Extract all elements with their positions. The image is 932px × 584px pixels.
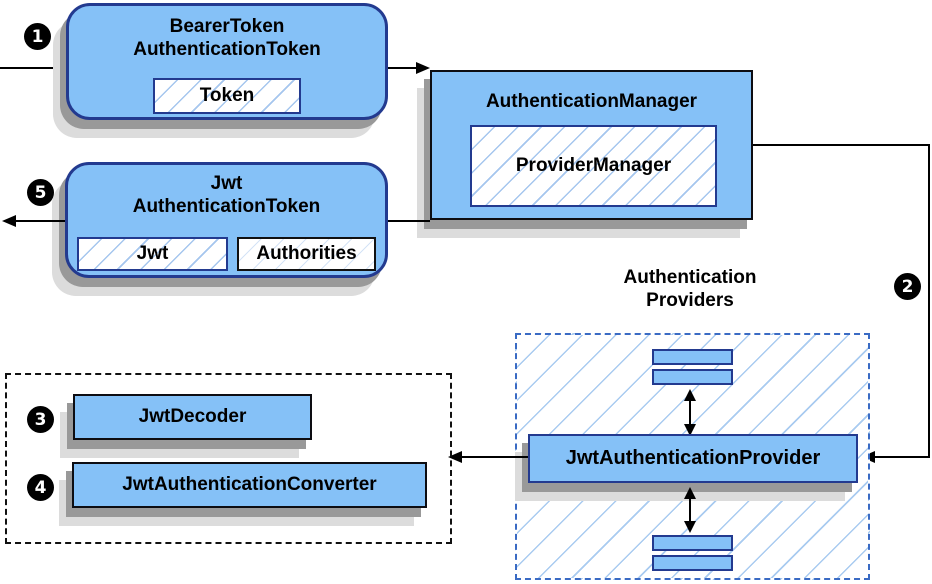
provider-to-decoder-line xyxy=(461,456,528,458)
step-2-badge: 2 xyxy=(894,273,921,300)
lower-double-arrow-down-icon xyxy=(684,521,696,533)
step-4-badge: 4 xyxy=(27,474,54,501)
jwt-authentication-token-node: Jwt AuthenticationToken Jwt Authorities xyxy=(65,162,388,278)
upper-double-arrow-down-icon xyxy=(684,424,696,436)
upper-double-arrow-line xyxy=(689,398,691,428)
upper-double-arrow-up-icon xyxy=(684,389,696,401)
outgoing-result-line xyxy=(14,220,65,222)
jwt-decoder-node: JwtDecoder xyxy=(73,394,312,440)
jwt-authentication-provider-node: JwtAuthenticationProvider xyxy=(528,434,858,483)
provider-placeholder-bar xyxy=(652,369,733,385)
jwt-authentication-converter-node: JwtAuthenticationConverter xyxy=(72,462,427,508)
step-3-badge: 3 xyxy=(27,406,54,433)
token-chip: Token xyxy=(153,78,301,114)
authentication-manager-node: AuthenticationManager ProviderManager xyxy=(430,70,753,220)
bearer-token-authentication-token-title: BearerToken AuthenticationToken xyxy=(133,16,321,60)
jwt-authentication-token-title: Jwt AuthenticationToken xyxy=(132,173,321,217)
provider-placeholder-bar xyxy=(652,349,733,365)
manager-to-jwt-token-line xyxy=(388,220,430,222)
manager-to-provider-line-vertical xyxy=(928,144,930,458)
bearer-to-manager-line xyxy=(388,67,417,69)
provider-manager-chip: ProviderManager xyxy=(470,125,717,207)
jwt-chip: Jwt xyxy=(77,237,228,271)
bearer-token-authentication-token-node: BearerToken AuthenticationToken Token xyxy=(66,3,388,120)
manager-to-provider-line-top xyxy=(753,144,930,146)
lower-double-arrow-line xyxy=(689,496,691,524)
authentication-providers-label: Authentication Providers xyxy=(623,267,757,311)
lower-double-arrow-up-icon xyxy=(684,487,696,499)
outgoing-result-arrowhead-icon xyxy=(2,215,16,227)
provider-placeholder-bar xyxy=(652,535,733,551)
incoming-request-line xyxy=(0,67,66,69)
provider-placeholder-bar xyxy=(652,555,733,571)
authorities-chip: Authorities xyxy=(237,237,376,271)
step-1-badge: 1 xyxy=(24,23,51,50)
authentication-manager-title: AuthenticationManager xyxy=(485,91,698,112)
step-5-badge: 5 xyxy=(27,179,54,206)
decoder-converter-group xyxy=(5,373,452,544)
manager-to-provider-line-bottom xyxy=(874,456,930,458)
bearer-to-manager-arrowhead-icon xyxy=(416,62,430,74)
